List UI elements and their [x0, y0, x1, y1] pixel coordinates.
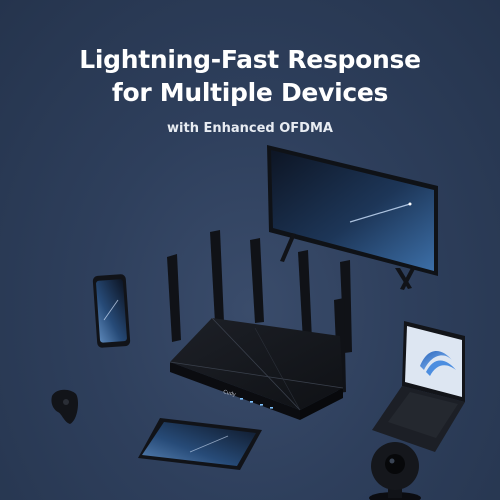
router-brand-label: Cudy	[223, 389, 237, 398]
tablet	[138, 418, 262, 470]
router-status-leds	[240, 398, 273, 409]
smartphone	[92, 274, 131, 348]
game-controller	[51, 389, 78, 424]
headline-line-1: Lightning-Fast Response	[79, 45, 421, 74]
security-camera	[369, 442, 421, 500]
tv-monitor	[267, 145, 438, 290]
headline-line-2: for Multiple Devices	[111, 78, 389, 107]
router: Cudy	[169, 317, 344, 420]
laptop	[372, 321, 465, 452]
headline: Lightning-Fast Response for Multiple Dev…	[0, 43, 500, 109]
subheadline: with Enhanced OFDMA	[167, 121, 333, 136]
